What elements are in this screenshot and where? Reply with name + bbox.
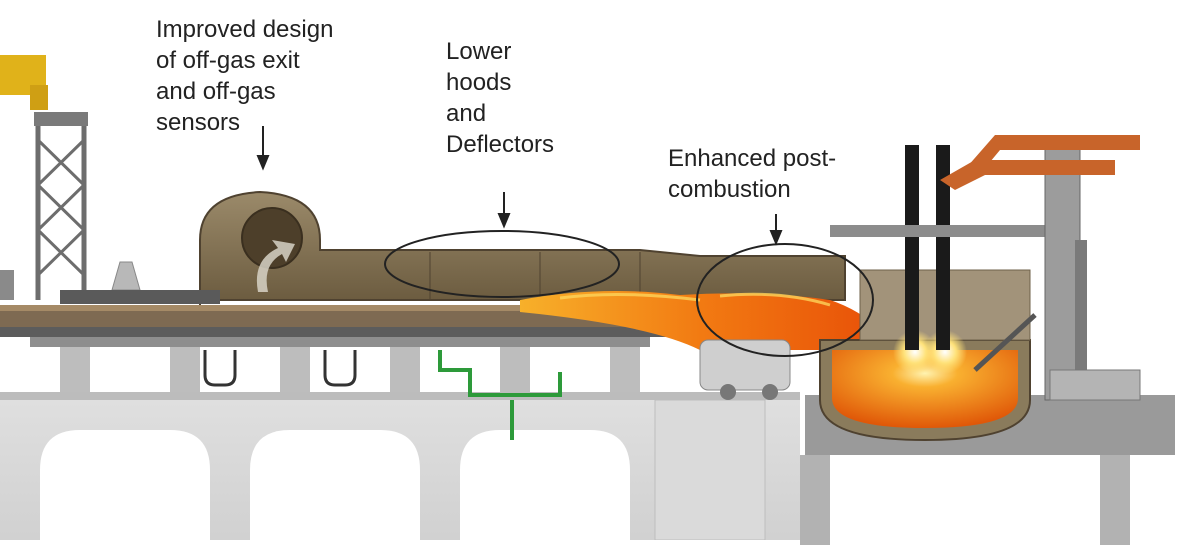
concrete-foundation <box>0 392 800 556</box>
scrap-conveyor <box>0 291 884 350</box>
conveyor-supports <box>60 347 640 440</box>
transfer-car <box>699 339 791 400</box>
annotation-arrows <box>256 126 783 246</box>
post-combustion-ellipse <box>696 243 874 357</box>
offgas-annotation: Improved design of off-gas exit and off-… <box>156 14 333 138</box>
offgas-line-2: of off-gas exit <box>156 47 300 74</box>
hoods-ellipse <box>384 230 620 298</box>
hoods-line-2: hoods <box>446 69 512 96</box>
highlight-ellipses <box>384 230 874 357</box>
post-combustion-annotation: Enhanced post- combustion <box>668 143 836 205</box>
hoods-annotation: Lower hoods and Deflectors <box>446 36 554 160</box>
electrode-crane <box>830 135 1141 401</box>
post-line-1: Enhanced post- <box>668 145 837 172</box>
hoods-line-4: Deflectors <box>446 131 555 158</box>
offgas-line-1: Improved design <box>156 16 334 43</box>
preheater-duct <box>60 190 846 305</box>
hoods-line-3: and <box>446 100 487 127</box>
post-line-2: combustion <box>668 176 791 203</box>
hoods-line-1: Lower <box>446 38 512 65</box>
electric-arc-furnace <box>800 145 1175 545</box>
left-support-tower <box>0 55 141 300</box>
offgas-line-3: and off-gas <box>156 78 276 105</box>
offgas-line-4: sensors <box>156 109 241 136</box>
